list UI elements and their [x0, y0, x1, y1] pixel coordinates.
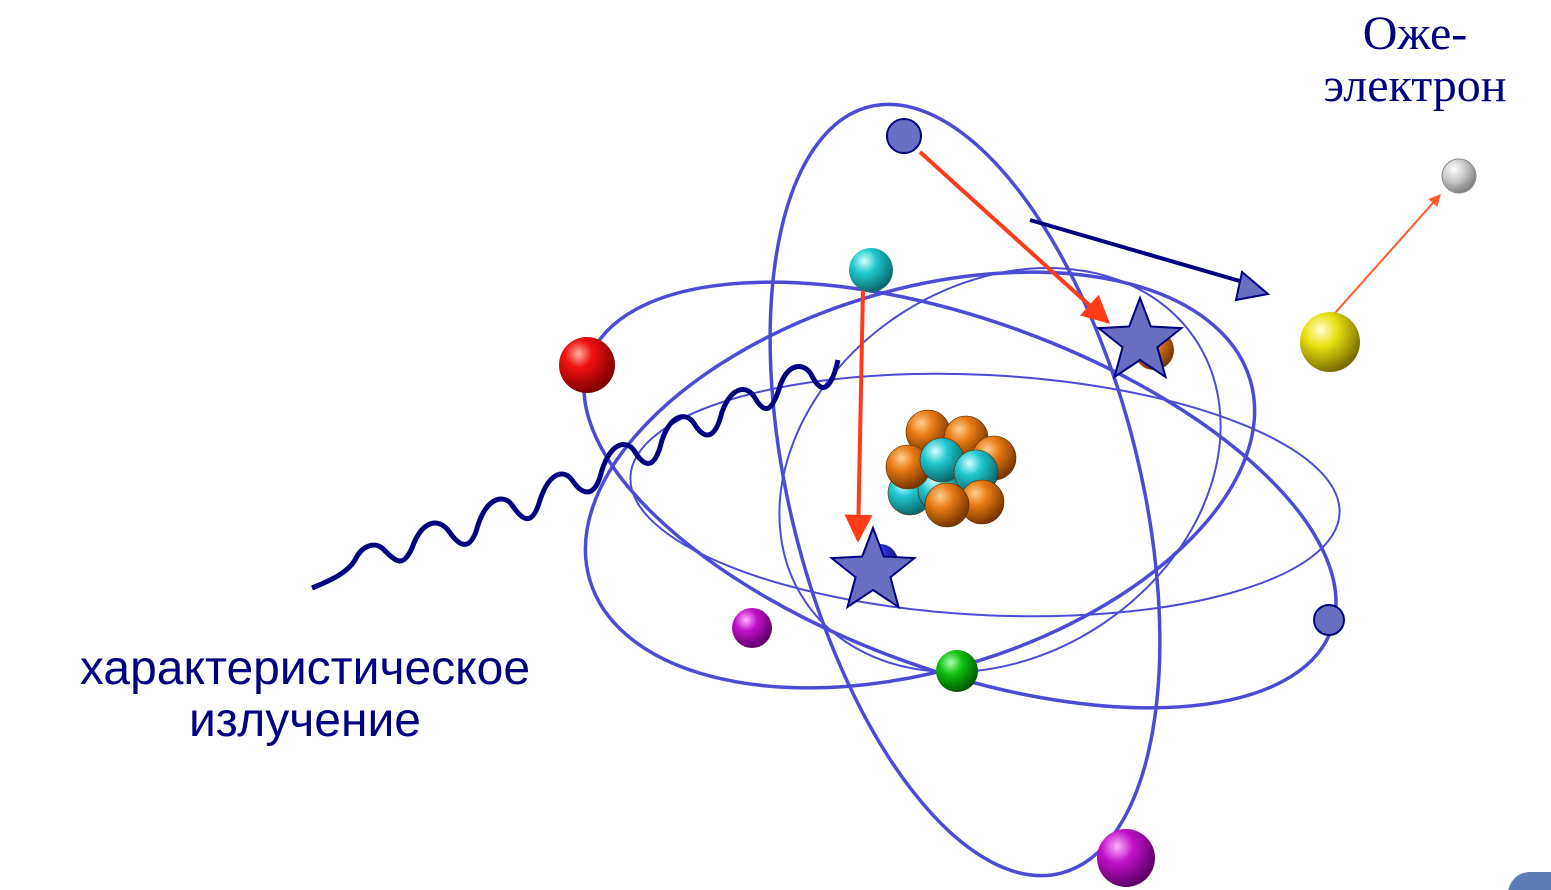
- photon-wave: [311, 359, 841, 591]
- electron-red: [559, 337, 615, 393]
- electron-flat-right: [1313, 604, 1345, 636]
- transition-arrow-upper: [918, 150, 1111, 324]
- electrons: [559, 118, 1477, 887]
- auger-label-line2: электрон: [1323, 58, 1507, 112]
- transition-arrow-lower: [844, 287, 873, 543]
- electron-green: [936, 650, 978, 692]
- energy-transfer-arrow: [1029, 218, 1271, 302]
- orbit-vertical: [768, 102, 1162, 878]
- corner-decoration: [1508, 872, 1551, 890]
- orbit-inner-tilted-thin: [778, 267, 1222, 673]
- auger-electron: [1441, 158, 1477, 194]
- characteristic-label-line2: излучение: [188, 693, 421, 747]
- auger-label-line1: Оже-: [1362, 7, 1468, 60]
- auger-electron-label: Оже- электрон: [1290, 8, 1540, 112]
- electron-magenta-large: [1097, 829, 1155, 887]
- electron-cyan: [849, 248, 893, 292]
- nucleon: [924, 482, 970, 528]
- vacancy-star-icon: [1095, 295, 1185, 380]
- electron-magenta-small: [732, 608, 772, 648]
- nucleus: [885, 409, 1017, 528]
- characteristic-radiation-label: характеристическое излучение: [0, 643, 610, 747]
- electron-flat-top: [886, 118, 922, 154]
- auger-arrow: [1326, 194, 1441, 323]
- electron-yellow: [1300, 312, 1360, 372]
- orbit-inner-thin: [629, 372, 1341, 618]
- characteristic-label-line1: характеристическое: [79, 642, 531, 695]
- vacancy-star-icon: [828, 525, 918, 610]
